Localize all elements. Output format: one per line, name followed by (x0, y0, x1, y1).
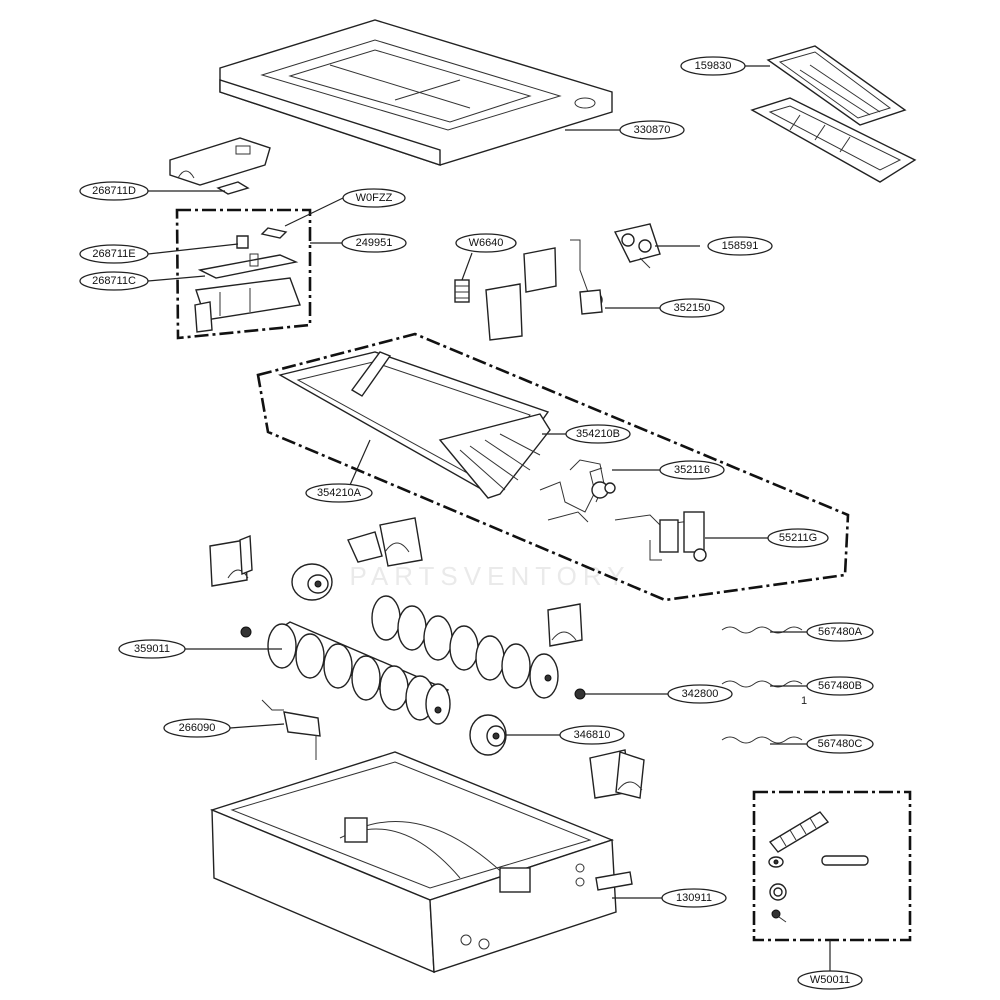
callout-249951-text: 249951 (356, 237, 393, 249)
callout-158591-text: 158591 (722, 240, 759, 252)
callout-249951[interactable]: 249951 (341, 233, 407, 253)
top-cover-frame (219, 19, 613, 166)
callout-567480A[interactable]: 567480A (806, 622, 874, 642)
callout-130911[interactable]: 130911 (661, 888, 727, 908)
leader-lines (147, 65, 808, 899)
callout-330870-text: 330870 (634, 124, 671, 136)
control-panel-assembly (750, 45, 917, 183)
callout-567480A-text: 567480A (818, 626, 863, 638)
callout-567480B-text: 567480B (818, 680, 862, 692)
callout-159830[interactable]: 159830 (680, 56, 746, 76)
electrical-part-266090 (261, 699, 321, 760)
callout-55211G-text: 55211G (779, 532, 817, 544)
spring-567480C (721, 736, 803, 744)
callout-354210A-text: 354210A (317, 487, 362, 499)
callout-352116-text: 352116 (674, 464, 710, 476)
callout-342800[interactable]: 342800 (667, 684, 733, 704)
spring-567480A (721, 626, 803, 634)
callout-268711D[interactable]: 268711D (79, 181, 149, 201)
callout-268711C[interactable]: 268711C (79, 271, 149, 291)
hardware-kit-box (752, 790, 912, 972)
bracket-left (209, 534, 253, 587)
callout-352150-text: 352150 (674, 302, 711, 314)
callout-342800-text: 342800 (682, 688, 719, 700)
valve-158591 (613, 223, 661, 269)
callout-346810[interactable]: 346810 (559, 725, 625, 745)
watermark: PARTSVENTORY (349, 561, 630, 591)
bracket-right-lower (589, 749, 645, 799)
callout-W50011-text: W50011 (810, 974, 850, 986)
callout-354210B-text: 354210B (576, 428, 620, 440)
callout-346810-text: 346810 (574, 729, 611, 741)
bearing-342800 (574, 688, 586, 700)
fan-motor-left (291, 563, 333, 601)
callout-352116[interactable]: 352116 (659, 460, 725, 480)
callout-W6640-text: W6640 (469, 237, 504, 249)
callout-266090-text: 266090 (179, 722, 216, 734)
spring-567480B (721, 680, 803, 688)
callout-130911-text: 130911 (676, 892, 712, 904)
callout-W0FZZ-text: W0FZZ (356, 192, 393, 204)
callout-268711E-text: 268711E (92, 248, 135, 260)
callout-567480B[interactable]: 567480B (806, 676, 874, 696)
piping-352116 (539, 459, 616, 523)
bracket-right-upper (547, 603, 583, 647)
callout-567480C[interactable]: 567480C (806, 734, 874, 754)
callout-359011[interactable]: 359011 (118, 639, 186, 659)
callout-354210A[interactable]: 354210A (305, 483, 373, 503)
fan-motor-right (469, 714, 507, 756)
stray-mark: 1 (801, 695, 807, 707)
callout-266090[interactable]: 266090 (163, 718, 231, 738)
callout-158591[interactable]: 158591 (707, 236, 773, 256)
callout-W0FZZ[interactable]: W0FZZ (342, 188, 406, 208)
callout-268711E[interactable]: 268711E (79, 244, 149, 264)
callout-268711D-text: 268711D (92, 185, 136, 197)
blower-wheel-right (371, 595, 559, 699)
callout-W6640[interactable]: W6640 (455, 233, 517, 253)
pcb-box-assembly (175, 208, 312, 340)
callout-268711C-text: 268711C (92, 275, 136, 287)
evaporator-coil (278, 351, 551, 499)
callout-567480C-text: 567480C (818, 738, 863, 750)
evaporator-dashed-box (256, 332, 850, 602)
base-pan (209, 751, 633, 974)
callout-359011-text: 359011 (134, 643, 170, 655)
motor-mount-bracket (347, 517, 423, 567)
capacitor-w6640 (454, 239, 603, 341)
callout-330870[interactable]: 330870 (619, 120, 685, 140)
blower-wheel-left (240, 621, 451, 725)
callout-352150[interactable]: 352150 (659, 298, 725, 318)
callout-W50011[interactable]: W50011 (797, 970, 863, 990)
callout-55211G[interactable]: 55211G (767, 528, 829, 548)
valve-55211G (614, 511, 707, 562)
callout-159830-text: 159830 (695, 60, 732, 72)
bracket-268711D (169, 137, 271, 195)
callout-354210B[interactable]: 354210B (565, 424, 631, 444)
